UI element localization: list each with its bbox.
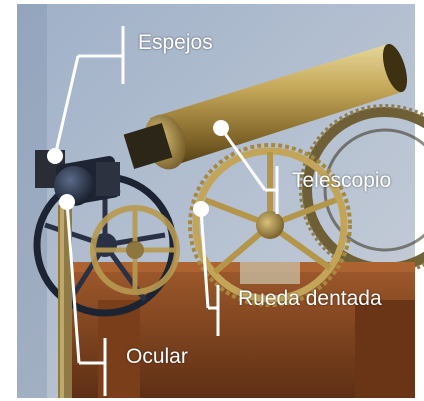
marker-espejos: [47, 148, 63, 164]
label-rueda-dentada: Rueda dentada: [238, 287, 382, 310]
name-plate: [240, 262, 300, 284]
callout-espejos: [53, 26, 125, 157]
callout-telescopio: [219, 127, 279, 214]
marker-ocular: [59, 194, 75, 210]
telescope-tube: [123, 43, 408, 170]
callout-ocular: [65, 201, 107, 396]
callout-rueda-dentada: [199, 208, 220, 336]
label-ocular: Ocular: [126, 345, 188, 368]
label-espejos: Espejos: [138, 31, 213, 54]
eyepiece-assembly: [35, 150, 121, 206]
marker-telescopio: [213, 120, 229, 136]
marker-rueda-dentada: [193, 201, 209, 217]
lower-brass-wheel: [90, 205, 180, 295]
label-telescopio: Telescopio: [292, 169, 392, 192]
